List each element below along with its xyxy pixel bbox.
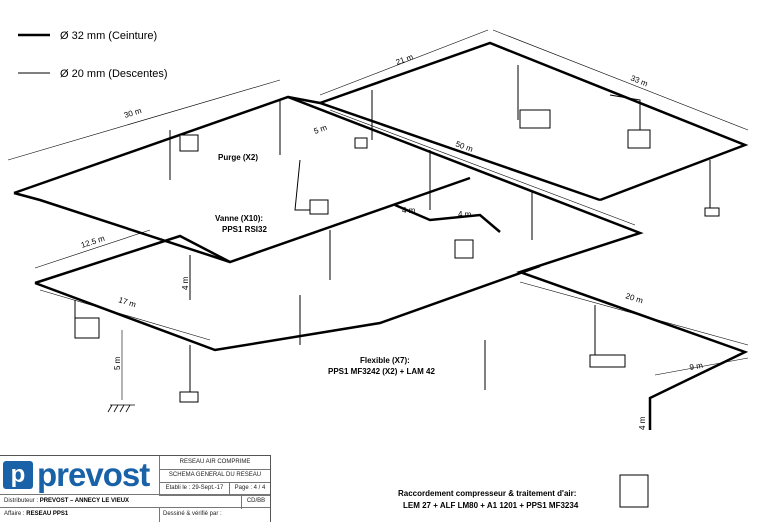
affaire-row: Affaire : RESEAU PPS1 — [0, 508, 159, 522]
dim-4m-d: 4 m — [638, 416, 647, 430]
ground-icon — [107, 404, 135, 413]
dim-30m: 30 m — [123, 106, 143, 120]
dim-9m: 9 m — [689, 361, 704, 372]
affaire-value: RESEAU PPS1 — [26, 511, 69, 517]
dim-17m: 17 m — [117, 295, 137, 309]
dimension-lines — [7, 29, 749, 400]
prevost-logo: p prevost — [3, 456, 155, 493]
dim-20m: 20 m — [624, 291, 644, 305]
dim-33m: 33 m — [629, 74, 649, 89]
flexible-reference: PPS1 MF3242 (X2) + LAM 42 — [328, 367, 435, 376]
equipment-symbols — [74, 109, 720, 508]
dim-4m-a: 4 m — [402, 206, 416, 215]
initials-field: CD/BB — [241, 495, 270, 509]
distributeur-label: Distributeur : — [4, 498, 39, 504]
raccordement-label: Raccordement compresseur & traitement d'… — [398, 489, 576, 498]
title-line-1: RESEAU AIR COMPRIME — [159, 456, 270, 470]
dim-5m-a: 5 m — [313, 123, 329, 136]
logo-text: prevost — [37, 456, 150, 493]
distributeur-row: Distributeur : PREVOST – ANNECY LE VIEUX — [0, 494, 270, 508]
logo-mark-icon: p — [3, 461, 33, 489]
title-block: p prevost RESEAU AIR COMPRIME SCHEMA GEN… — [0, 455, 271, 522]
distributeur-value: PREVOST – ANNECY LE VIEUX — [39, 498, 130, 504]
date-field: Etabli le : 29-Sept.-17 — [159, 482, 229, 496]
dim-4m-b: 4 m — [458, 210, 472, 219]
raccordement-reference: LEM 27 + ALF LM80 + A1 1201 + PPS1 MF323… — [403, 501, 579, 510]
main-ring-pipes — [13, 41, 749, 430]
flexible-label: Flexible (X7): — [360, 356, 410, 365]
vanne-reference: PPS1 RSI32 — [222, 225, 267, 234]
vanne-label: Vanne (X10): — [215, 214, 263, 223]
purge-label: Purge (X2) — [218, 153, 258, 162]
page-field: Page : 4 / 4 — [229, 482, 270, 496]
legend-label-20mm: Ø 20 mm (Descentes) — [60, 68, 168, 80]
dessine-field: Dessiné & vérifié par : — [159, 508, 270, 522]
dim-12-5m: 12.5 m — [80, 234, 106, 250]
drop-pipes — [74, 65, 711, 395]
legend-label-32mm: Ø 32 mm (Ceinture) — [60, 30, 157, 42]
dim-5m-b: 5 m — [113, 356, 122, 370]
dim-4m-c: 4 m — [181, 276, 190, 290]
dim-21m: 21 m — [395, 52, 415, 67]
title-line-2: SCHEMA GENERAL DU RESEAU — [159, 469, 270, 483]
affaire-label: Affaire : — [4, 511, 25, 517]
